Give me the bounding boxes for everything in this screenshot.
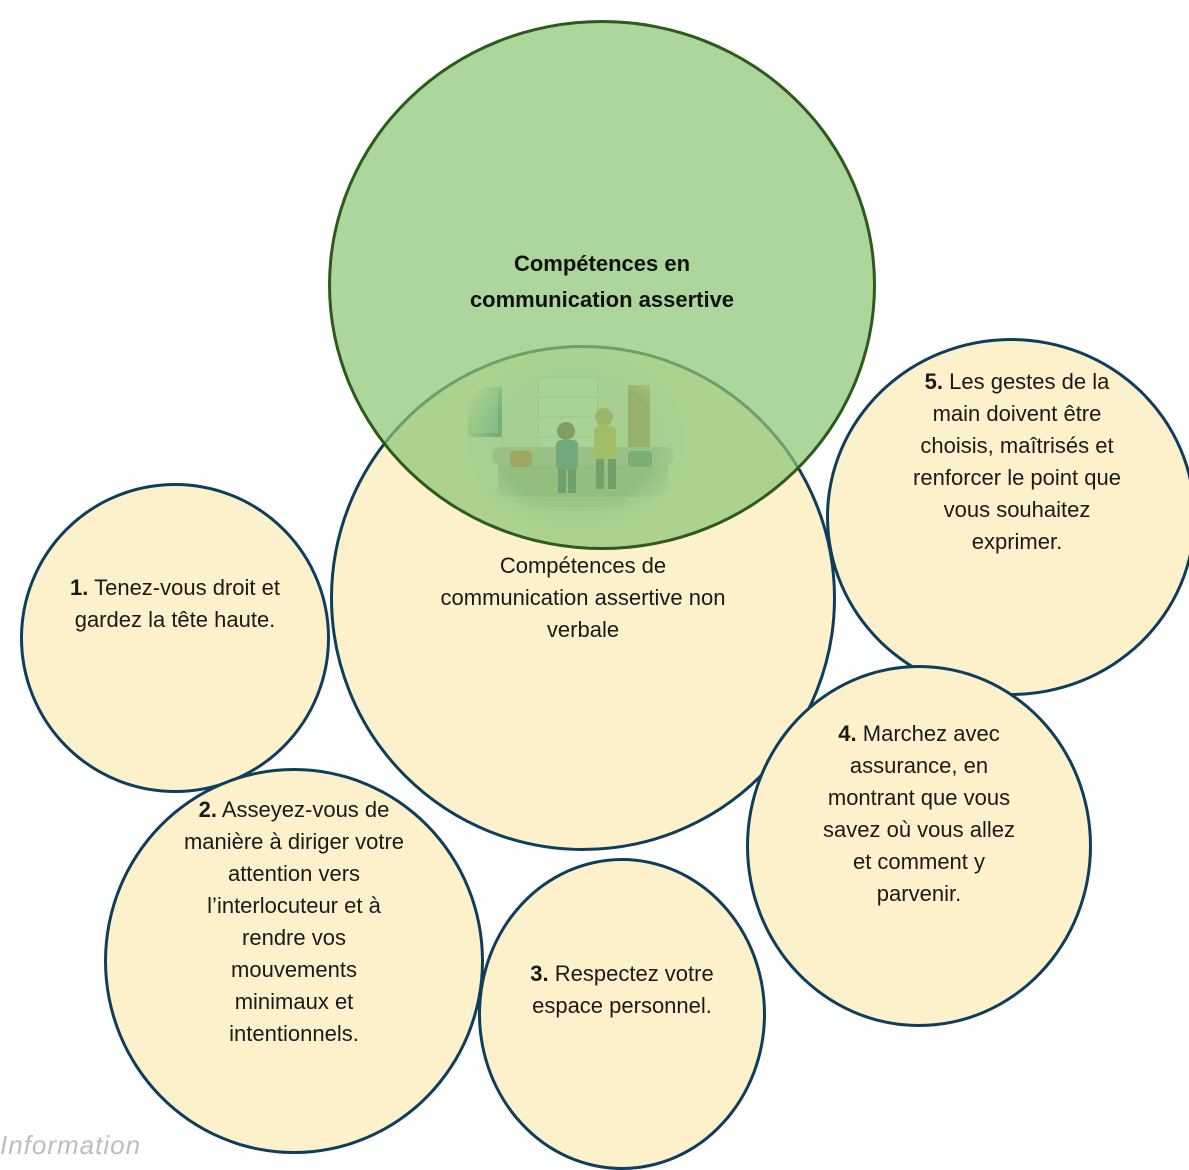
item-text-3: 3. Respectez votre espace personnel. bbox=[528, 958, 716, 1022]
item-label: Tenez-vous droit et gardez la tête haute… bbox=[74, 575, 280, 632]
item-text-1: 1. Tenez-vous droit et gardez la tête ha… bbox=[60, 572, 290, 636]
item-number: 4. bbox=[838, 721, 857, 746]
center-title: Compétences de communication assertive n… bbox=[440, 553, 726, 642]
item-label: Asseyez-vous de manière à diriger votre … bbox=[183, 797, 405, 1046]
main-title: Compétences en communication assertive bbox=[469, 251, 735, 312]
item-label: Marchez avec assurance, en montrant que … bbox=[823, 721, 1015, 906]
item-circle-1 bbox=[20, 483, 330, 793]
item-number: 2. bbox=[198, 797, 217, 822]
item-circle-5 bbox=[826, 338, 1189, 696]
item-text-4: 4. Marchez avec assurance, en montrant q… bbox=[822, 718, 1016, 910]
item-number: 1. bbox=[70, 575, 89, 600]
item-text-5: 5. Les gestes de la main doivent être ch… bbox=[902, 366, 1132, 558]
item-label: Respectez votre espace personnel. bbox=[532, 961, 714, 1018]
item-number: 3. bbox=[530, 961, 549, 986]
item-circle-2 bbox=[104, 768, 484, 1154]
main-topic-circle bbox=[328, 20, 876, 550]
item-circle-4 bbox=[746, 665, 1092, 1027]
item-number: 5. bbox=[924, 369, 943, 394]
footer-partial-text: Information bbox=[0, 1130, 142, 1160]
item-circle-3 bbox=[478, 858, 766, 1170]
item-label: Les gestes de la main doivent être chois… bbox=[913, 369, 1121, 554]
item-text-2: 2. Asseyez-vous de manière à diriger vot… bbox=[183, 794, 405, 1050]
